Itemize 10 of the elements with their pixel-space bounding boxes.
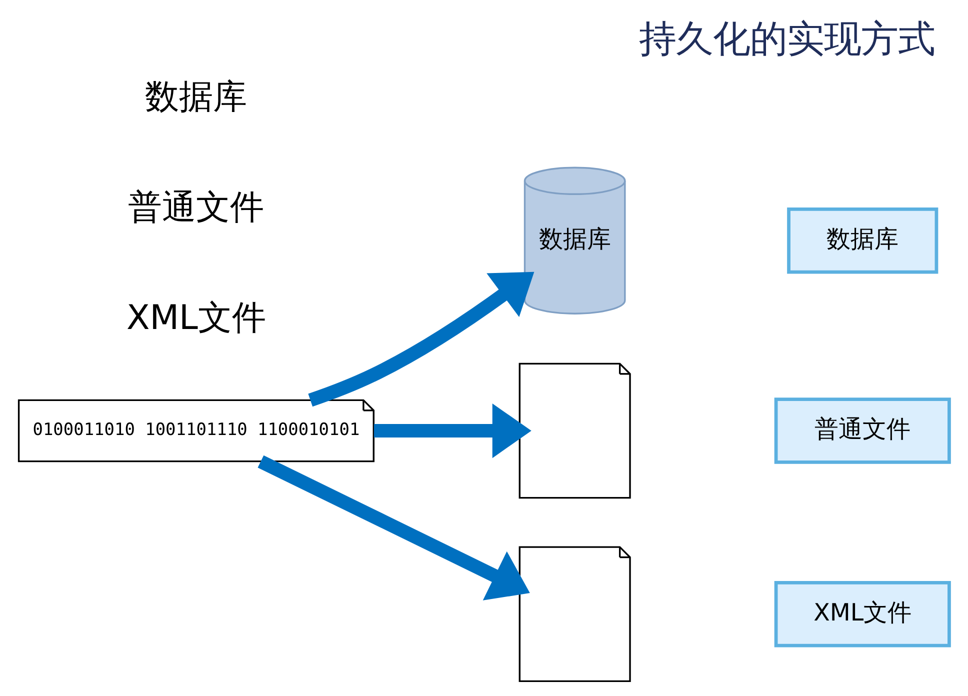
node-box: 数据库 <box>787 208 938 274</box>
node-box: 普通文件 <box>774 398 951 464</box>
node-box: XML文件 <box>774 581 951 648</box>
arrow <box>258 455 530 600</box>
arrow <box>374 403 532 458</box>
label: 普通文件 <box>128 188 264 228</box>
diagram-title: 持久化的实现方式 <box>639 16 936 60</box>
arrow <box>308 272 534 407</box>
label: XML文件 <box>126 298 266 338</box>
label: 数据库 <box>145 77 248 118</box>
